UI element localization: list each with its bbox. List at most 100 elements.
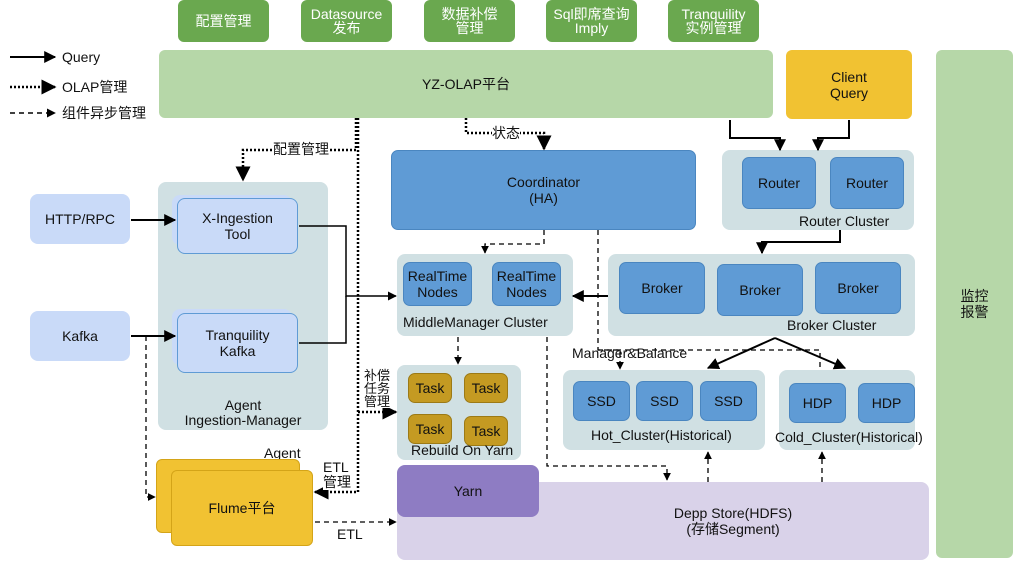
coordinator-line1: Coordinator [506, 174, 581, 190]
etl-mgmt-line2: 管理 [323, 474, 351, 490]
yarn-label: Yarn [453, 483, 483, 499]
ssd-2-label: SSD [650, 393, 679, 409]
top-menu-sql-line1: Sql即席查询 [553, 6, 630, 22]
broker-to-hot-line [706, 337, 776, 370]
top-menu-datasource-button[interactable]: Datasource 发布 [301, 0, 392, 42]
legend-async-label: 组件异步管理 [62, 105, 146, 121]
compensate-line1: 补偿 [364, 368, 391, 383]
monitor-line1: 监控 [960, 288, 989, 304]
hdp-node-1[interactable]: HDP [789, 383, 846, 423]
router-1-label: Router [757, 175, 801, 191]
olap-platform-bar[interactable]: YZ-OLAP平台 [159, 50, 773, 118]
hdp-node-2[interactable]: HDP [858, 383, 915, 423]
x-ingestion-line1: X-Ingestion [202, 210, 273, 226]
top-menu-compensation-line2: 管理 [455, 20, 484, 36]
realtime-2-line2: Nodes [506, 284, 547, 300]
olap-to-flume-line [313, 118, 360, 500]
x-ingestion-tool[interactable]: X-Ingestion Tool [177, 198, 298, 254]
http-rpc-source[interactable]: HTTP/RPC [30, 194, 130, 244]
yarn-box[interactable]: Yarn [397, 465, 539, 517]
router-to-broker-line [756, 230, 841, 255]
top-menu-datasource-line2: 发布 [332, 20, 361, 36]
broker-node-1[interactable]: Broker [619, 262, 705, 314]
ssd-node-3[interactable]: SSD [700, 381, 757, 421]
top-menu-sql-line2: Imply [574, 20, 609, 36]
coordinator-to-cold-line [598, 349, 821, 369]
flume-agent-label: Agent [264, 445, 301, 461]
broker-node-2[interactable]: Broker [717, 264, 803, 316]
middlemanager-cluster-label: MiddleManager Cluster [403, 314, 548, 330]
router-node-2[interactable]: Router [830, 157, 904, 209]
status-edge-label: 状态 [492, 125, 520, 141]
client-query-line1: Client [831, 68, 867, 85]
hot-cluster-label: Hot_Cluster(Historical) [591, 427, 732, 443]
rebuild-task-3-label: Task [415, 421, 445, 437]
top-menu-tranquility-line2: 实例管理 [685, 20, 742, 36]
hdp-2-label: HDP [871, 395, 902, 411]
kafka-source[interactable]: Kafka [30, 311, 130, 361]
rebuild-task-3[interactable]: Task [408, 414, 452, 444]
hdp-1-label: HDP [802, 395, 833, 411]
rebuild-task-2[interactable]: Task [464, 373, 508, 403]
etl-edge-label: ETL [337, 526, 363, 542]
broker-1-label: Broker [641, 280, 683, 296]
top-menu-config-label: 配置管理 [195, 13, 252, 29]
top-menu-tranquility-button[interactable]: Tranquility 实例管理 [668, 0, 759, 42]
tranquility-to-realtime-line [299, 296, 347, 344]
legend-olap-label: OLAP管理 [62, 79, 128, 95]
tranquility-kafka-line2: Kafka [219, 343, 256, 359]
realtime-2-line1: RealTime [496, 268, 557, 284]
deep-store-line1: Depp Store(HDFS) [673, 505, 793, 521]
http-rpc-label: HTTP/RPC [45, 211, 115, 227]
monitor-alarm-panel[interactable]: 监控 报警 [936, 50, 1013, 558]
top-menu-compensation-line1: 数据补偿 [441, 6, 498, 22]
flume-platform-label: Flume平台 [208, 500, 276, 516]
rebuild-task-1[interactable]: Task [408, 373, 452, 403]
ingestion-agent-label: Agent [224, 397, 262, 413]
client-to-router1-line [729, 120, 786, 152]
manager-balance-label: Manager&Balance [572, 345, 688, 361]
realtime-node-2[interactable]: RealTime Nodes [492, 262, 561, 306]
broker-cluster-label: Broker Cluster [787, 317, 877, 333]
tranquility-kafka-tool[interactable]: Tranquility Kafka [177, 313, 298, 373]
ssd-node-1[interactable]: SSD [573, 381, 630, 421]
coordinator-node[interactable]: Coordinator (HA) [391, 150, 696, 230]
broker-node-3[interactable]: Broker [815, 262, 901, 314]
router-node-1[interactable]: Router [742, 157, 816, 209]
etl-mgmt-edge-label: ETL 管理 [323, 460, 351, 490]
rebuild-task-4-label: Task [471, 423, 501, 439]
broker-2-label: Broker [739, 282, 781, 298]
ssd-node-2[interactable]: SSD [636, 381, 693, 421]
ssd-1-label: SSD [587, 393, 616, 409]
top-menu-config-button[interactable]: 配置管理 [178, 0, 269, 42]
rebuild-task-2-label: Task [471, 380, 501, 396]
router-cluster-label: Router Cluster [799, 213, 890, 229]
legend-query-label: Query [62, 49, 101, 65]
olap-platform-label: YZ-OLAP平台 [422, 76, 510, 92]
top-menu-sql-imply-button[interactable]: Sql即席查询 Imply [546, 0, 637, 42]
kafka-label: Kafka [62, 328, 98, 344]
kafka-to-flume-line [145, 336, 156, 501]
compensate-line2: 任务 [364, 381, 391, 396]
router-2-label: Router [845, 175, 889, 191]
etl-mgmt-line1: ETL [323, 459, 349, 475]
top-menu-compensation-button[interactable]: 数据补偿 管理 [424, 0, 515, 42]
compensate-edge-label: 补偿 任务 管理 [364, 368, 391, 409]
ingestion-manager-label: Ingestion-Manager [184, 412, 302, 428]
monitor-line2: 报警 [960, 304, 989, 320]
client-query-box[interactable]: Client Query [786, 50, 912, 119]
realtime-node-1[interactable]: RealTime Nodes [403, 262, 472, 306]
broker-to-cold-line [774, 337, 847, 370]
config-mgmt-edge-label: 配置管理 [273, 141, 329, 157]
client-query-line2: Query [829, 84, 869, 101]
ingestion-manager-caption: Agent Ingestion-Manager [158, 398, 328, 428]
compensate-line3: 管理 [364, 394, 391, 409]
top-menu-datasource-line1: Datasource [310, 6, 383, 22]
deep-store-line2: (存储Segment) [686, 521, 780, 537]
realtime-1-line2: Nodes [417, 284, 458, 300]
mm-to-deepstore-line [546, 337, 671, 481]
rebuild-task-4[interactable]: Task [464, 416, 508, 446]
flume-platform[interactable]: Flume平台 [171, 470, 313, 546]
client-to-router2-line [812, 120, 850, 152]
